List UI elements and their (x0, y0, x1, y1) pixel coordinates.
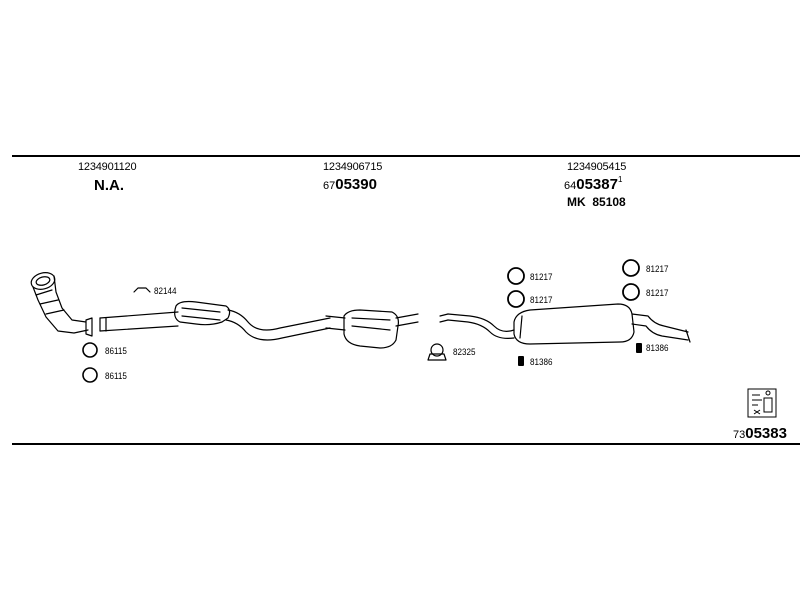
oem-number-middle: 1234906715 (323, 161, 383, 173)
bottom-rule (12, 443, 800, 445)
ref-prefix: 73 (733, 429, 746, 441)
ring-81217-a-symbol (507, 267, 525, 285)
part-label: 81217 (530, 295, 553, 305)
clamp-82144-symbol (133, 287, 151, 293)
part-label: 81217 (646, 288, 669, 298)
part-label: 81217 (646, 264, 669, 274)
part-label: 86115 (105, 371, 127, 381)
oem-number-rear: 1234905415 (567, 161, 627, 173)
ref-prefix: 64 (564, 180, 577, 192)
middle-silencer-ref: 6705390 (323, 176, 377, 193)
part-label: 81217 (530, 272, 553, 282)
ring-81217-c-symbol (622, 259, 640, 277)
system-reference: 7305383 (733, 425, 787, 442)
ref-superscript: 1 (617, 175, 623, 184)
front-pipe-label: N.A. (94, 177, 124, 194)
ref-number: 05387 (576, 176, 618, 193)
ref-prefix: 67 (323, 180, 336, 192)
clamp-82325-symbol (427, 343, 447, 361)
part-label: 86115 (105, 346, 127, 356)
ring-81217-b-symbol (507, 290, 525, 308)
ref-number: 05390 (335, 176, 377, 193)
part-label: 82144 (154, 286, 177, 296)
mk-number: 85108 (592, 195, 626, 209)
part-label: 81386 (530, 357, 553, 367)
ring-81217-d-symbol (622, 283, 640, 301)
gasket-86115-a-symbol (82, 342, 98, 358)
top-rule (12, 155, 800, 157)
front-downpipe (30, 272, 93, 337)
oem-number-front: 1234901120 (78, 161, 137, 173)
catalytic-converter-section (99, 300, 346, 341)
rear-pipe (439, 313, 515, 339)
mk-prefix: MK (567, 195, 586, 209)
mount-81386-a-symbol (518, 356, 524, 366)
mount-81386-b-symbol (636, 343, 642, 353)
part-label: 82325 (453, 347, 476, 357)
rear-silencer-ref: 64053871 (564, 175, 623, 193)
ref-number: 05383 (745, 425, 787, 442)
part-label: 81386 (646, 343, 669, 353)
rear-silencer (513, 303, 691, 345)
middle-silencer (343, 309, 419, 349)
gasket-86115-b-symbol (82, 367, 98, 383)
mounting-kit-ref: MK 85108 (567, 195, 626, 209)
